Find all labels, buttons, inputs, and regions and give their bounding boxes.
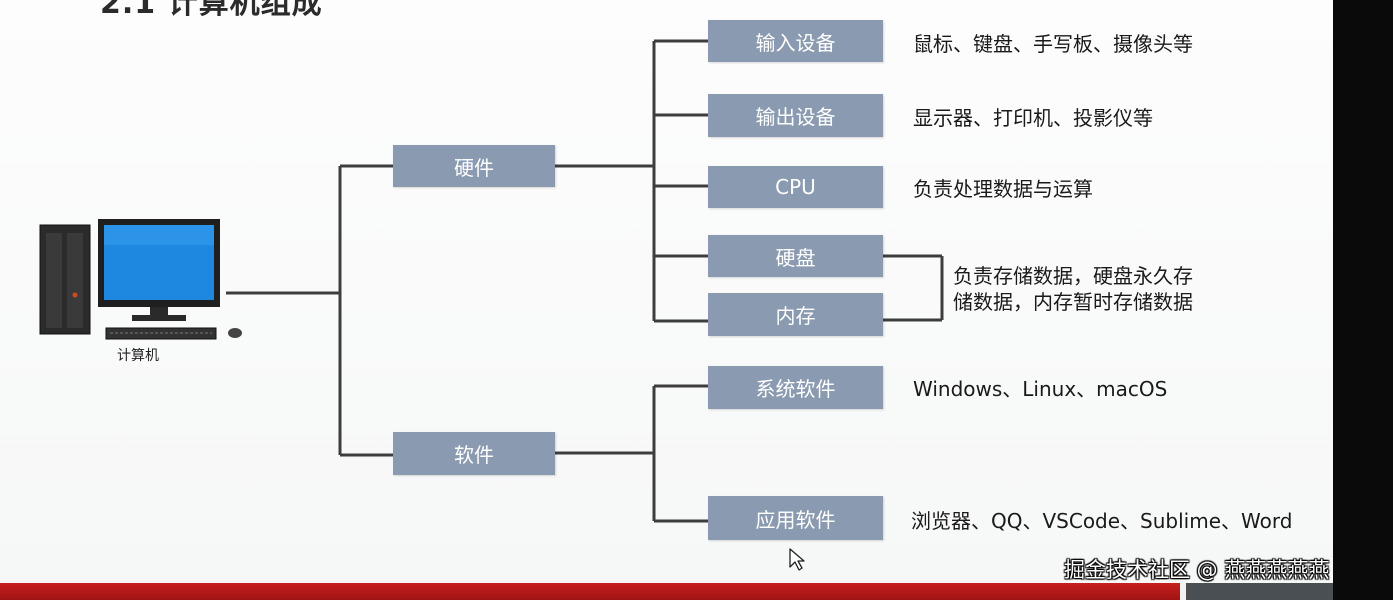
computer-icon <box>39 219 242 340</box>
desc-storage: 负责存储数据，硬盘永久存 储数据，内存暂时存储数据 <box>953 263 1193 315</box>
desc-input-device: 鼠标、键盘、手写板、摄像头等 <box>913 32 1193 56</box>
watermark: 掘金技术社区 @ 燕燕燕燕燕 <box>1064 558 1330 582</box>
node-input-device: 输入设备 <box>708 20 883 62</box>
node-hard-disk: 硬盘 <box>708 235 883 277</box>
right-edge-bar <box>1333 0 1393 600</box>
node-output-device: 输出设备 <box>708 94 883 137</box>
node-cpu: CPU <box>708 166 883 208</box>
desc-cpu: 负责处理数据与运算 <box>913 177 1093 201</box>
connector-lines <box>226 39 944 523</box>
node-hardware: 硬件 <box>393 145 555 187</box>
footer-dark-bar <box>1186 583 1333 600</box>
desc-output-device: 显示器、打印机、投影仪等 <box>913 106 1153 130</box>
mouse-cursor-icon <box>789 548 805 571</box>
desc-system-software: Windows、Linux、macOS <box>913 377 1168 401</box>
node-system-software: 系统软件 <box>708 366 883 409</box>
computer-label: 计算机 <box>117 348 159 364</box>
node-application-software: 应用软件 <box>708 496 883 540</box>
footer-red-bar <box>0 583 1180 600</box>
desc-storage-line-2: 储数据，内存暂时存储数据 <box>953 290 1193 314</box>
slide-canvas: 2.1 计算机组成 <box>0 0 1333 600</box>
desc-application-software: 浏览器、QQ、VSCode、Sublime、Word <box>911 509 1293 533</box>
slide-title: 2.1 计算机组成 <box>100 0 323 21</box>
desc-storage-line-1: 负责存储数据，硬盘永久存 <box>953 264 1193 288</box>
footer-gap <box>1180 583 1186 600</box>
node-memory: 内存 <box>708 293 883 336</box>
node-software: 软件 <box>393 432 555 475</box>
